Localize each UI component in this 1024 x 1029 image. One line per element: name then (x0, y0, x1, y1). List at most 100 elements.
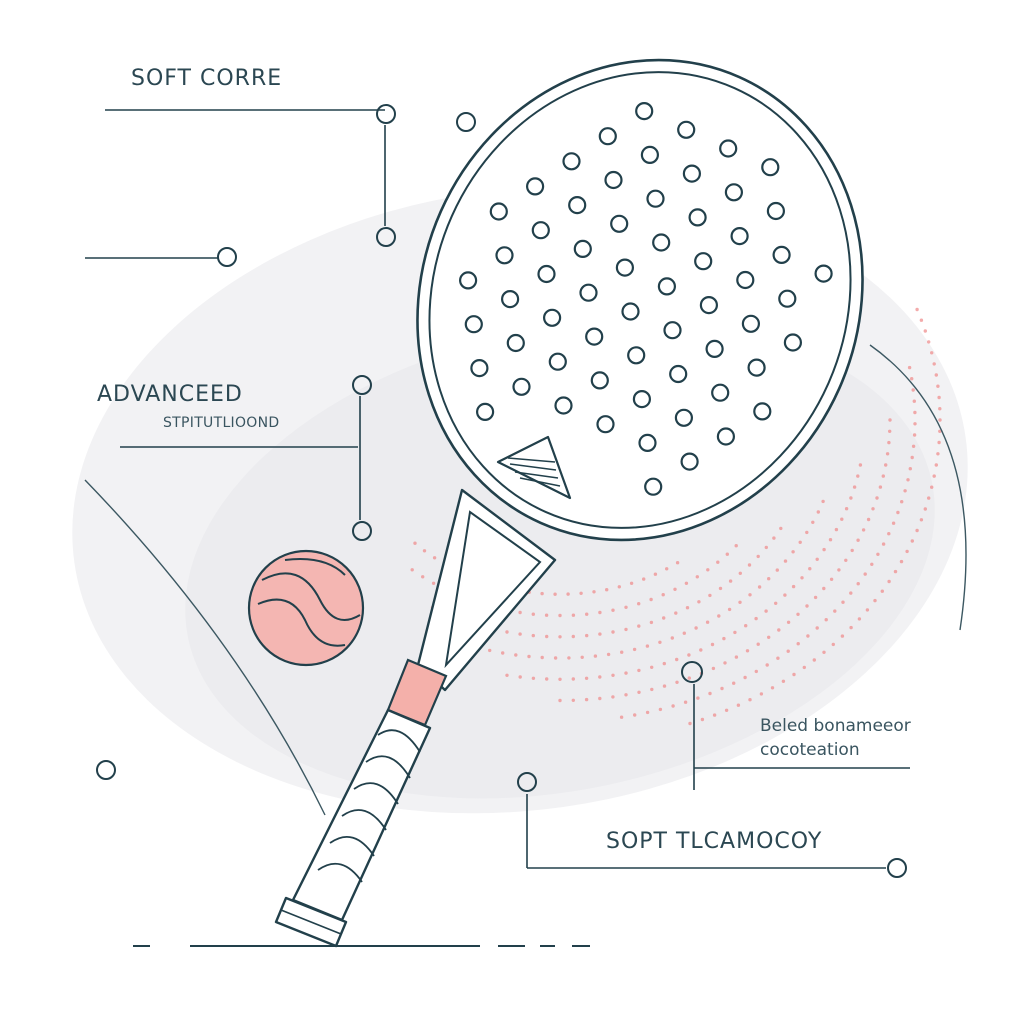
texture-dot (881, 542, 886, 546)
texture-dot (791, 550, 795, 554)
texture-dot (514, 653, 518, 657)
texture-dot (606, 652, 611, 657)
texture-dot (779, 526, 783, 531)
texture-dot (553, 656, 558, 660)
texture-dot (821, 499, 825, 504)
dotted-texture (410, 307, 942, 726)
texture-dot (744, 624, 748, 628)
texture-dot (880, 589, 884, 593)
texture-dot (936, 452, 940, 456)
texture-dot (687, 653, 691, 657)
racket-hole (568, 196, 587, 215)
racket-hole (766, 201, 786, 221)
texture-dot (540, 591, 544, 596)
texture-dot (545, 634, 549, 639)
callout-dot (517, 772, 537, 792)
texture-dot (712, 713, 717, 717)
texture-dot (545, 677, 549, 681)
callout-dot (456, 112, 476, 132)
texture-dot (861, 528, 866, 532)
callout-dot (352, 521, 372, 541)
texture-dot (759, 692, 764, 696)
texture-dot (611, 673, 615, 677)
texture-dot (800, 576, 804, 580)
texture-dot (871, 507, 875, 511)
texture-dot (911, 388, 915, 392)
texture-dot (422, 549, 427, 553)
texture-dot (915, 528, 919, 533)
label-beled-line1: Beled bonameeor (760, 716, 911, 736)
texture-dot (705, 620, 710, 624)
texture-dot (727, 607, 732, 612)
texture-dot (822, 547, 826, 552)
texture-dot (757, 585, 762, 589)
texture-dot (697, 600, 701, 604)
texture-dot (743, 675, 747, 680)
texture-dot (911, 444, 916, 448)
texture-dot (831, 642, 835, 647)
texture-dot (870, 562, 874, 566)
texture-dot (553, 592, 557, 596)
texture-dot (694, 626, 698, 630)
texture-dot (708, 691, 712, 696)
texture-dot (857, 617, 862, 621)
texture-dot (850, 548, 854, 553)
texture-dot (770, 686, 775, 690)
texture-dot (624, 627, 628, 632)
texture-dot (637, 690, 641, 694)
texture-dot (786, 649, 790, 653)
texture-dot (932, 362, 936, 366)
texture-dot (650, 687, 654, 692)
racket-hole (562, 152, 581, 171)
texture-dot (720, 686, 724, 691)
texture-dot (598, 632, 602, 636)
texture-dot (598, 696, 602, 701)
texture-dot (598, 675, 602, 679)
texture-dot (888, 429, 892, 433)
texture-dot (873, 598, 877, 603)
texture-dot (934, 463, 938, 467)
texture-dot (432, 556, 437, 560)
texture-dot (682, 631, 686, 635)
racket-hole (459, 271, 478, 290)
texture-dot (930, 485, 934, 489)
texture-dot (584, 697, 589, 702)
racket-hole (531, 221, 550, 240)
racket-hole (730, 227, 749, 246)
racket-hole (501, 290, 520, 309)
texture-dot (829, 577, 834, 581)
texture-dot (919, 518, 924, 522)
texture-dot (792, 672, 796, 677)
texture-dot (934, 373, 938, 377)
racket-hole (783, 333, 803, 352)
texture-dot (662, 661, 666, 666)
texture-dot (637, 602, 641, 606)
texture-dot (747, 563, 752, 567)
texture-dot (910, 539, 914, 543)
texture-dot (875, 496, 879, 500)
racket-hole (542, 308, 562, 327)
padel-ball (247, 549, 365, 667)
texture-dot (887, 440, 891, 445)
texture-dot (783, 559, 788, 563)
texture-dot (544, 613, 549, 617)
texture-dot (919, 318, 924, 322)
texture-dot (734, 655, 739, 659)
texture-dot (756, 554, 760, 559)
texture-dot (849, 496, 853, 500)
texture-dot (505, 630, 509, 634)
texture-dot (812, 658, 816, 662)
texture-dot (571, 677, 575, 681)
texture-dot (658, 640, 662, 644)
texture-dot (756, 642, 760, 646)
texture-dot (767, 635, 771, 639)
texture-dot (887, 532, 891, 536)
texture-dot (585, 633, 589, 638)
callout-mid-left (85, 247, 237, 267)
racket-hole (724, 183, 744, 202)
texture-dot (611, 695, 615, 699)
texture-dot (927, 496, 931, 500)
texture-dot (932, 474, 936, 478)
texture-dot (888, 418, 892, 422)
texture-dot (781, 679, 786, 683)
